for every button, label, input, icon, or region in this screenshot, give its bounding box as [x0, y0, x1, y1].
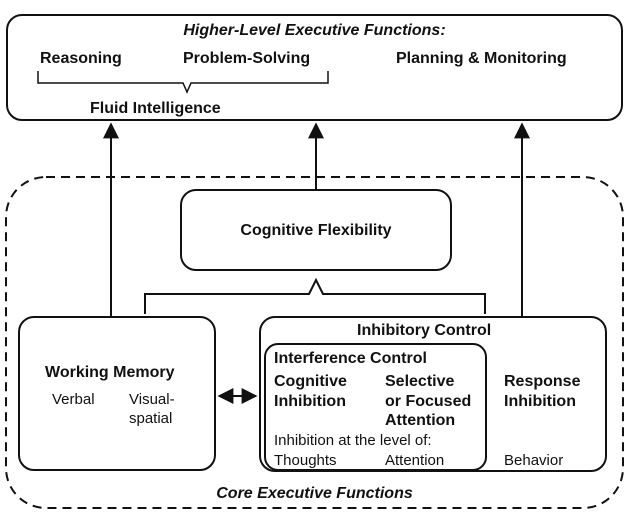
- visual-spatial-label-1: Visual-: [129, 391, 175, 408]
- inhibition-level-label: Inhibition at the level of:: [274, 432, 432, 449]
- core-executive-title: Core Executive Functions: [216, 485, 413, 502]
- interference-control-box: [264, 343, 487, 471]
- response-inhibition-label-2: Inhibition: [504, 393, 576, 410]
- flexibility-bracket: [144, 277, 486, 314]
- fluid-intelligence-label: Fluid Intelligence: [90, 100, 221, 117]
- thoughts-label: Thoughts: [274, 452, 337, 469]
- selective-attention-label-1: Selective: [385, 373, 455, 390]
- reasoning-label: Reasoning: [40, 50, 122, 67]
- inhibitory-control-title: Inhibitory Control: [357, 322, 492, 339]
- response-inhibition-label-1: Response: [504, 373, 581, 390]
- selective-attention-label-2: or Focused: [385, 393, 472, 410]
- visual-spatial-label-2: spatial: [129, 410, 173, 427]
- cognitive-inhibition-label-1: Cognitive: [274, 373, 347, 390]
- selective-attention-label-3: Attention: [385, 412, 456, 429]
- working-memory-box: [18, 316, 216, 471]
- cognitive-flexibility-label: Cognitive Flexibility: [240, 222, 392, 239]
- higher-level-title: Higher-Level Executive Functions:: [183, 22, 446, 39]
- higher-level-box: [6, 14, 623, 121]
- verbal-label: Verbal: [52, 391, 95, 408]
- cognitive-flexibility-box: [180, 189, 452, 271]
- behavior-label: Behavior: [504, 452, 564, 469]
- attention-label: Attention: [385, 452, 445, 469]
- cognitive-inhibition-label-2: Inhibition: [274, 393, 346, 410]
- interference-control-title: Interference Control: [274, 350, 427, 367]
- problem-solving-label: Problem-Solving: [183, 50, 311, 67]
- working-memory-title: Working Memory: [45, 364, 175, 381]
- planning-monitoring-label: Planning & Monitoring: [396, 50, 567, 67]
